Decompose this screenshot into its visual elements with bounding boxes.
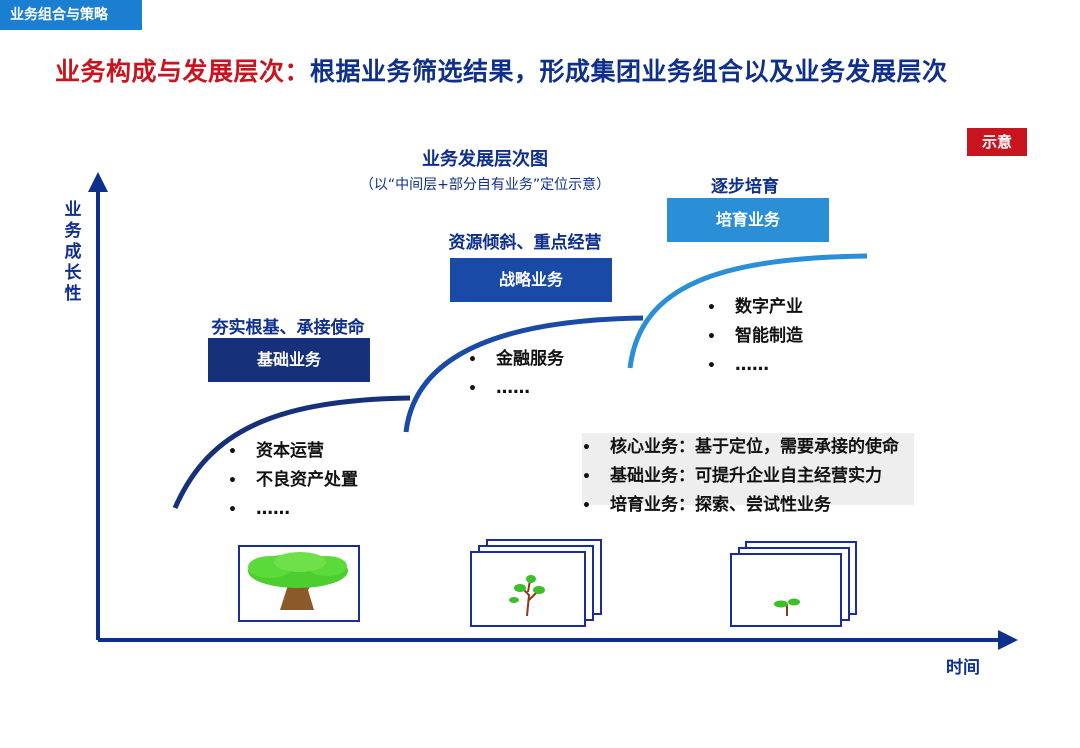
large-tree-icon — [239, 546, 359, 621]
stage-heading-incubation: 逐步培育 — [680, 172, 810, 197]
list-item: •…… — [228, 495, 358, 524]
stage-heading-strategic: 资源倾斜、重点经营 — [420, 228, 630, 253]
list-item: •资本运营 — [228, 437, 358, 466]
bullet-icon: • — [228, 438, 256, 467]
stage-list-strategic: •金融服务 •…… — [468, 345, 564, 403]
x-axis-arrow-icon — [998, 630, 1018, 650]
box-strategic-business: 战略业务 — [450, 258, 612, 302]
legend-note-item: •核心业务：基于定位，需要承接的使命 — [582, 433, 914, 462]
list-item: •智能制造 — [707, 322, 803, 351]
seedling-icon — [731, 542, 856, 626]
legend-note-item: •培育业务：探索、尝试性业务 — [582, 491, 914, 520]
box-incubation-business: 培育业务 — [667, 198, 829, 242]
bullet-icon: • — [228, 467, 256, 496]
bullet-icon: • — [707, 323, 735, 352]
bullet-icon: • — [582, 492, 610, 521]
box-foundation-business: 基础业务 — [208, 338, 370, 382]
bullet-icon: • — [582, 434, 610, 463]
legend-note-box: •核心业务：基于定位，需要承接的使命 •基础业务：可提升企业自主经营实力 •培育… — [582, 433, 914, 505]
y-axis-label: 业务成长性 — [62, 200, 84, 305]
stage-list-foundation: •资本运营 •不良资产处置 •…… — [228, 437, 358, 524]
stage-list-incubation: •数字产业 •智能制造 •…… — [707, 293, 803, 380]
y-axis-arrow-icon — [88, 172, 108, 192]
list-item: •数字产业 — [707, 293, 803, 322]
bullet-icon: • — [468, 375, 496, 404]
stage-heading-foundation: 夯实根基、承接使命 — [188, 313, 388, 338]
bullet-icon: • — [468, 346, 496, 375]
bullet-icon: • — [582, 463, 610, 492]
x-axis-label: 时间 — [946, 653, 980, 678]
list-item: •不良资产处置 — [228, 466, 358, 495]
bullet-icon: • — [707, 352, 735, 381]
list-item: •金融服务 — [468, 345, 564, 374]
bullet-icon: • — [707, 294, 735, 323]
list-item: •…… — [468, 374, 564, 403]
bullet-icon: • — [228, 496, 256, 525]
legend-note-item: •基础业务：可提升企业自主经营实力 — [582, 462, 914, 491]
list-item: •…… — [707, 351, 803, 380]
sapling-icon — [471, 540, 601, 626]
